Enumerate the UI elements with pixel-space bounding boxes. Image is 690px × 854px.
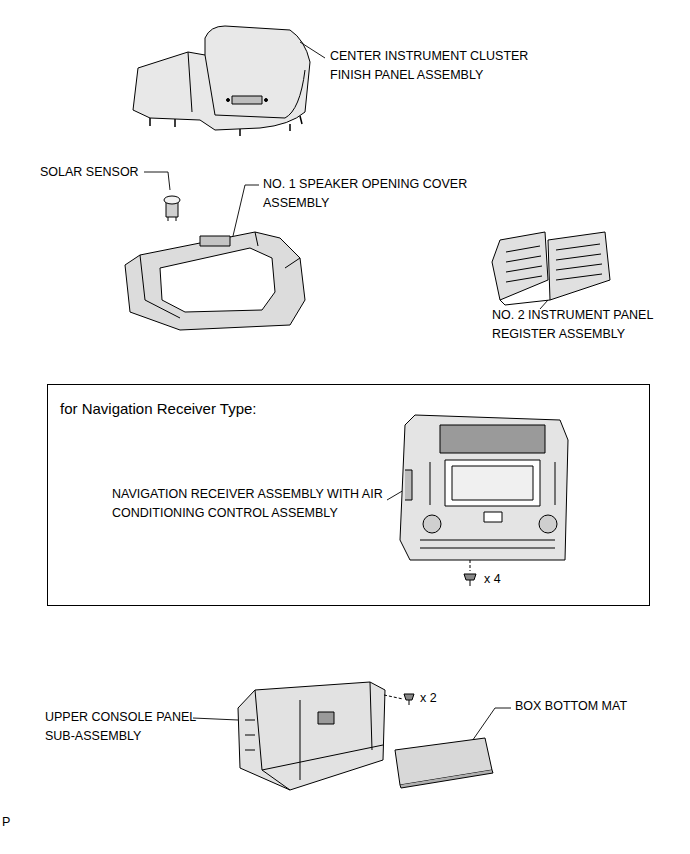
finish-panel: [150, 116, 302, 136]
navigation-receiver: [400, 415, 568, 586]
finish-panel: [265, 99, 268, 102]
part-name: NO. 2 INSTRUMENT PANEL REGISTER ASSEMBLY: [492, 306, 677, 344]
navigation-receiver: [420, 462, 555, 548]
condition-heading: for Navigation Receiver Type:: [60, 399, 380, 419]
speaker-cover: [125, 232, 305, 330]
box-bottom-mat: [400, 770, 493, 788]
part-name: NO. 1 SPEAKER OPENING COVER ASSEMBLY: [263, 175, 478, 213]
navigation-receiver: [452, 466, 533, 500]
figure-mark: P: [2, 813, 22, 832]
part-name: BOX BOTTOM MAT: [515, 697, 665, 716]
speaker-cover: [200, 236, 230, 246]
part-name: SOLAR SENSOR: [40, 163, 150, 182]
upper-console: [245, 720, 255, 750]
box-bottom-mat: [395, 738, 493, 788]
finish-panel: [133, 26, 310, 136]
navigation-receiver: [440, 425, 545, 453]
register: [556, 244, 602, 280]
upper-console: [384, 695, 403, 699]
condition-frame: for Navigation Receiver Type: NAVIGATION …: [47, 384, 650, 606]
navigation-receiver: [470, 580, 471, 586]
finish-panel: [133, 26, 310, 130]
quantity-note: x 2: [420, 689, 460, 708]
upper-console: [255, 682, 383, 790]
navigation-receiver: [539, 515, 557, 533]
solar-sensor: [168, 217, 176, 221]
leader-line: [144, 42, 548, 744]
register: [506, 246, 542, 282]
navigation-receiver: [445, 460, 540, 506]
speaker-cover: [140, 232, 300, 318]
solar-sensor: [164, 196, 180, 204]
navigation-receiver: [484, 512, 502, 522]
speaker-cover: [125, 232, 305, 330]
upper-console: [404, 694, 414, 700]
finish-panel: [188, 52, 192, 112]
upper-console: [238, 682, 385, 790]
register: [548, 232, 610, 300]
leader-line: [144, 172, 170, 190]
leader-line: [233, 185, 259, 236]
upper-console: [318, 712, 334, 724]
finish-panel: [205, 55, 305, 118]
part-name: UPPER CONSOLE PANEL SUB-ASSEMBLY: [45, 708, 220, 746]
navigation-receiver: [400, 415, 568, 560]
register: [500, 300, 550, 305]
leader-line: [300, 42, 325, 58]
upper-console: [409, 700, 410, 705]
leader-line: [470, 708, 511, 744]
quantity-note: x 4: [484, 570, 524, 589]
leader-line: [193, 718, 238, 720]
navigation-receiver: [464, 574, 476, 580]
register: [492, 232, 610, 305]
solar-sensor: [164, 196, 180, 221]
part-name: NAVIGATION RECEIVER ASSEMBLY WITH AIR CO…: [112, 485, 394, 523]
finish-panel: [232, 96, 262, 104]
navigation-receiver: [470, 560, 471, 571]
finish-panel: [227, 99, 230, 102]
part-name: CENTER INSTRUMENT CLUSTER FINISH PANEL A…: [330, 47, 560, 85]
upper-console: [238, 682, 414, 790]
register: [492, 232, 548, 300]
navigation-receiver: [405, 470, 412, 500]
navigation-receiver: [423, 515, 441, 533]
